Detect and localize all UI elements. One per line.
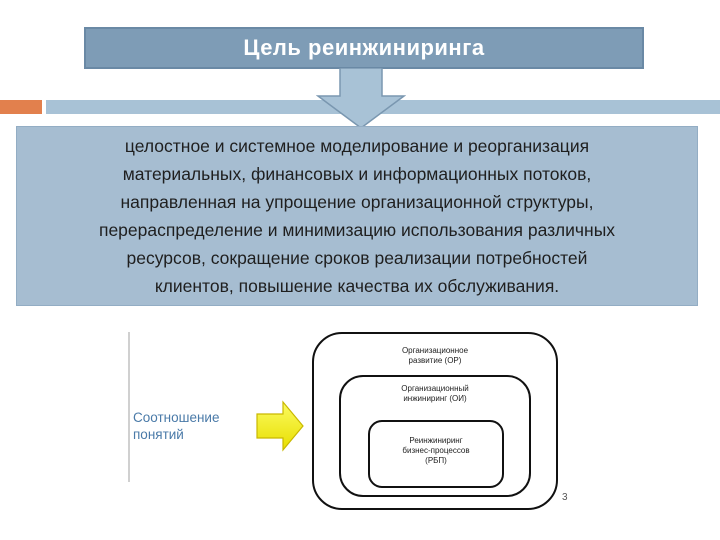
down-arrow-icon <box>316 68 406 129</box>
outer-concept-line: Организационное <box>401 346 469 355</box>
middle-concept-label: Организационный инжиниринг (ОИ) <box>345 384 525 404</box>
definition-line: целостное и системное моделирование и ре… <box>124 136 590 156</box>
accent-bar-orange <box>0 100 42 114</box>
divider-line <box>128 332 130 482</box>
relation-label: Соотношение понятий <box>133 409 253 443</box>
definition-line: ресурсов, сокращение сроков реализации п… <box>126 248 588 268</box>
inner-concept-box <box>368 420 504 488</box>
definition-line: перераспределение и минимизацию использо… <box>98 220 616 240</box>
definition-line: клиентов, повышение качества их обслужив… <box>154 276 560 296</box>
definition-text: целостное и системное моделирование и ре… <box>27 132 687 300</box>
middle-concept-line: инжиниринг (ОИ) <box>403 394 467 403</box>
definition-box: целостное и системное моделирование и ре… <box>16 126 698 306</box>
outer-concept-line: развитие (ОР) <box>408 356 462 365</box>
middle-concept-line: Организационный <box>401 384 469 393</box>
inner-concept-line: бизнес-процессов <box>402 446 470 455</box>
side-mark: 3 <box>562 492 568 503</box>
page-title: Цель реинжиниринга <box>243 35 485 60</box>
relation-label-line: понятий <box>133 427 184 442</box>
inner-concept-line: (РБП) <box>425 456 447 465</box>
right-arrow-icon <box>256 400 304 452</box>
inner-concept-line: Реинжиниринг <box>409 436 463 445</box>
middle-concept-box <box>339 375 531 497</box>
relation-label-line: Соотношение <box>133 410 220 425</box>
definition-line: материальных, финансовых и информационны… <box>122 164 592 184</box>
title-box: Цель реинжиниринга <box>84 27 644 69</box>
inner-concept-label: Реинжиниринг бизнес-процессов (РБП) <box>372 436 500 466</box>
outer-concept-label: Организационное развитие (ОР) <box>330 346 540 366</box>
definition-line: направленная на упрощение организационно… <box>120 192 594 212</box>
